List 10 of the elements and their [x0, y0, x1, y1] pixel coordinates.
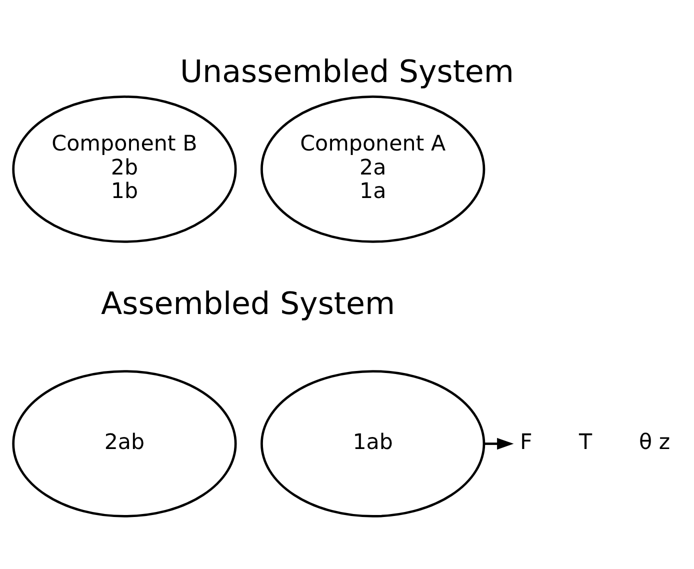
diagram-title: Unassembled System — [180, 54, 514, 90]
label: θ z — [638, 430, 670, 455]
node-ellipse: 1ab — [260, 370, 486, 518]
node-ellipse: Component B 2b 1b — [12, 96, 237, 243]
label: Assembled System — [101, 286, 396, 322]
node-text: F — [520, 430, 532, 455]
label: T — [579, 430, 592, 455]
node-ellipse: 2ab — [12, 370, 237, 518]
node-ellipse: Component A 2a 1a — [260, 96, 486, 243]
arrow — [484, 438, 514, 450]
